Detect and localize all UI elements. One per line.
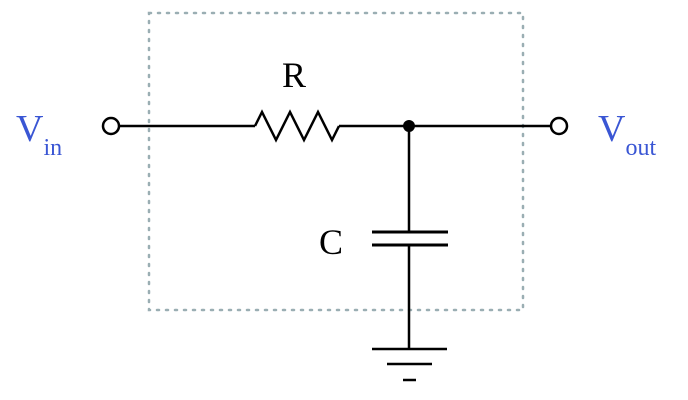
input-voltage-subscript: in: [43, 135, 62, 161]
resistor-symbol: [253, 109, 341, 143]
filter-boundary-box: [147, 11, 525, 312]
input-voltage-label: Vin: [16, 108, 62, 161]
output-voltage-label: Vout: [598, 108, 656, 161]
input-voltage-main: V: [16, 108, 44, 150]
input-terminal: [101, 116, 121, 136]
output-voltage-subscript: out: [625, 135, 656, 161]
output-terminal: [549, 116, 569, 136]
ground-icon: [372, 347, 447, 382]
resistor-label: R: [282, 55, 306, 95]
capacitor-label: C: [319, 222, 343, 262]
output-voltage-main: V: [598, 108, 626, 150]
